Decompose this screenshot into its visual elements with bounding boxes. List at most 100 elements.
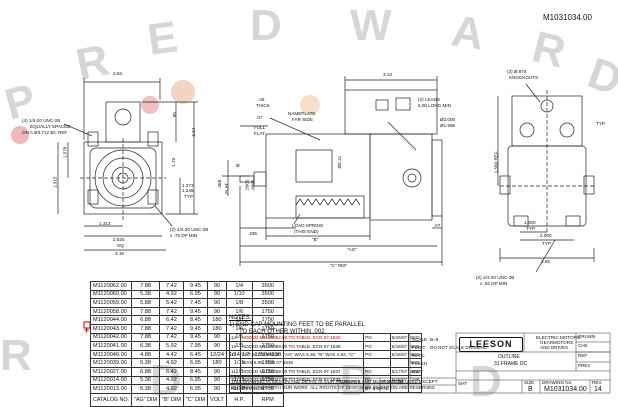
notes: NOTES: 1) END CAP MOUNTING FEET TO BE PA… [229,315,365,336]
size-value: B [528,386,533,393]
dim-label: (2) LEADS [418,97,440,102]
svg-text:W: W [350,1,392,50]
watermark-dot [11,126,29,144]
size-label: SIZE [524,380,535,385]
tb-field: DWT [412,369,423,374]
dim-label: 3.56 [541,259,550,264]
dim-label: THICK [256,103,270,108]
tb-field: MAT'L [412,353,425,358]
rev-label: REV. [592,380,603,385]
dim-label: 2.000 [540,233,552,238]
dim-label: 1.313 [99,221,111,226]
dim-label: 1.245 [182,188,194,193]
dim-label: 3.13 [383,72,392,77]
dim-label: 2.625 [113,237,125,242]
dim-label: Ø2.000 [440,117,456,122]
company-sub-line: GEARMOTORS [540,340,574,345]
dim-label: FLAT [254,131,265,136]
notes-heading: NOTES: [229,315,252,321]
dim-label: .07 [434,223,441,228]
dim-label: TYP [596,121,605,126]
note-line: TO EACH OTHER WITHIN .002 [239,329,325,335]
title-frame: 31 FRAME DC [494,361,528,367]
sheet-label: SHT [458,381,468,386]
dim-label: 6.00 LONG MIN [418,103,451,108]
svg-text:A: A [449,6,487,59]
dim-label: x .75 DP MIN [170,233,198,238]
watermark-dot [141,96,159,114]
revision-mark [408,383,422,393]
fine-print: IN CONNECTION WITH OUR WORK. ALL RIGHTS … [231,385,435,390]
watermark-dot [171,80,195,104]
dim-label: 2.63 [113,71,122,76]
revision-cell: REVISION [240,383,365,393]
tb-field: SCALE [412,337,428,342]
revision-cell: NO. [228,383,242,393]
dim-label: 1.273 [182,183,194,188]
title-outline: OUTLINE [498,354,520,360]
svg-text:D: D [250,1,282,50]
dim-label: Ø1.996 [440,123,456,128]
right-end-view [497,83,595,273]
dim-label: KNOCKOUTS [509,75,539,80]
dim-label: (4) 1/4-20 UNC-2B [22,118,61,123]
tb-field: DO NOT SCALE DRAWING [430,345,488,350]
dim-label: LOAD SPRING [292,223,324,228]
dim-label: TYP [526,226,535,231]
dim-label: FAR SIDE [292,117,313,122]
dim-label: "B" [312,237,319,242]
dim-label: FULL [254,125,266,130]
tb-field: PREV [578,363,591,368]
drawing-number: M1031034.00 [544,386,587,393]
revision-cell [389,383,410,393]
tb-field: CHK [578,343,588,348]
dim-label: 3.16 [115,251,124,256]
dim-label: TYP [184,194,193,199]
dim-label: .335 [248,231,257,236]
company-sub-line: AND DRIVES [540,345,569,350]
note-line: 1) END CAP MOUNTING FEET TO BE PARALLEL [229,322,365,328]
dim-label: NAMEPLATE [288,111,316,116]
dim-label: (THIS END) [294,229,319,234]
tb-field: FINISH [412,361,428,366]
dim-label: "AG" [347,247,357,252]
drawing-no-label: DRAWING No. [542,380,573,385]
dim-label: (2) 1/4-20 UNC-2B [476,275,515,280]
cad-file: M1031034 [382,379,404,384]
cad-file-label: CAD FILE [340,379,361,384]
watermark-dot [300,95,320,115]
dim-label: SQ [117,243,124,248]
left-end-view [57,78,198,251]
dim-label: ON A Ø3.712 BC REF [22,130,68,135]
svg-text:E: E [145,12,181,65]
dim-label: .46 [258,97,265,102]
tb-field: REF [578,353,588,358]
dim-label: (2) 1/4-20 UNC-2B [170,227,209,232]
tb-field: B=8 [430,337,439,342]
dim-label: (3) Ø.875 [507,69,527,74]
dim-label: Ø [236,163,240,168]
side-view [222,76,443,266]
document-number: M1031034.00 [543,13,592,22]
fine-print: THIS DRAWING IN DESIGN AND DETAIL IS OUR… [231,379,438,384]
dim-label: EQUALLY SPACED [30,124,71,129]
leeson-logo: LEESON [459,337,523,352]
dim-label: 1.000 [524,220,536,225]
company-sub-line: ELECTRIC MOTORS [536,335,581,340]
dim-label: TYP [542,241,551,246]
dim-label: .07 [256,115,263,120]
svg-text:R: R [0,331,32,380]
dim-label: x .62 DP MIN [480,281,508,286]
rev-value: 14 [594,386,602,393]
tb-field: DRAWN [578,334,596,339]
tb-field: FIRST [412,345,426,350]
highlight-marker-glyph: + [84,325,90,335]
dim-label: "C" REF [330,263,348,268]
